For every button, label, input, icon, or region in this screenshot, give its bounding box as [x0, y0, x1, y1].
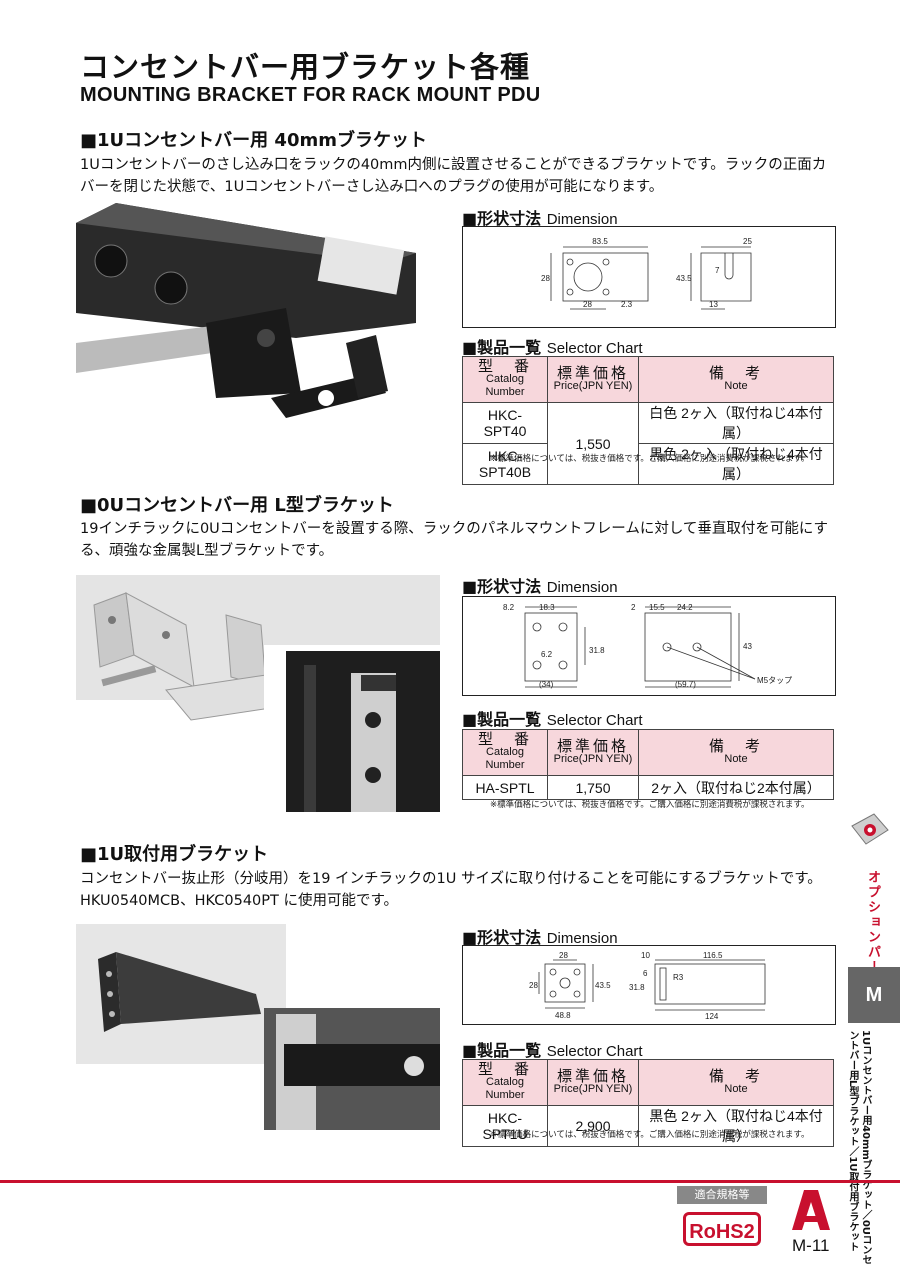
dim-label: 83.5 [592, 237, 608, 246]
section1-dimension-heading: ■形状寸法 Dimension [462, 209, 618, 228]
dim-label: 10 [641, 951, 650, 960]
section2-dimension-drawing: 8.2 18.3 31.8 6.2 (34) 2 15.5 24.2 43 (5… [462, 596, 836, 696]
section2-dimension-heading: ■形状寸法 Dimension [462, 577, 618, 596]
section1-heading: ■1Uコンセントバー用 40mmブラケット [80, 130, 427, 151]
section1-description: 1Uコンセントバーのさし込み口をラックの40mm内側に設置させることができるブラ… [80, 157, 827, 195]
dim-label: 2 [631, 603, 636, 612]
dim-label: 43 [743, 642, 752, 651]
section2-heading: ■0Uコンセントバー用 L型ブラケット [80, 495, 394, 516]
section3-dimension-heading: ■形状寸法 Dimension [462, 928, 618, 947]
dim-label: 124 [705, 1012, 719, 1021]
compliance-label: 適合規格等 [677, 1186, 767, 1204]
dim-label: 13 [709, 300, 718, 309]
table-row: HA-SPTL 1,750 2ヶ入（取付ねじ2本付属） [462, 775, 834, 800]
section2-photo [76, 575, 440, 812]
page-subtitle: MOUNTING BRACKET FOR RACK MOUNT PDU [80, 84, 541, 106]
dim-label: 7 [715, 266, 720, 275]
dim-label: (34) [539, 680, 554, 689]
dim-label: 25 [743, 237, 752, 246]
section3-description: コンセントバー抜止形（分岐用）を19 インチラックの1U サイズに取り付けること… [80, 871, 822, 909]
bracket-icon [848, 808, 892, 856]
dim-label: 43.5 [595, 981, 611, 990]
page-number: M-11 [792, 1236, 830, 1255]
section3-selector-heading: ■製品一覧 Selector Chart [462, 1041, 643, 1060]
section1-photo [76, 203, 440, 435]
tax-note: ※標準価格については、税抜き価格です。ご購入価格に別途消費税が課税されます。 [490, 800, 810, 810]
tax-note: ※標準価格については、税抜き価格です。ご購入価格に別途消費税が課税されます。 [490, 454, 810, 464]
dim-label: 31.8 [629, 983, 645, 992]
side-category: オプションパーツ [865, 870, 880, 990]
dim-label: 18.3 [539, 603, 555, 612]
side-subtitle: 1Uコンセントバー用40mmブラケット／0Uコンセントバー用L型ブラケット／1U… [847, 1030, 871, 1265]
dim-label: 48.8 [555, 1011, 571, 1020]
dim-label: 6 [643, 969, 648, 978]
table-row: HKC-SPT1U 2,900 黒色 2ヶ入（取付ねじ4本付属） [462, 1105, 834, 1147]
section2-selector-heading: ■製品一覧 Selector Chart [462, 710, 643, 729]
dim-label: R3 [673, 973, 684, 982]
dim-label: 28 [559, 951, 568, 960]
dim-label: 15.5 [649, 603, 665, 612]
section2-description: 19インチラックに0Uコンセントバーを設置する際、ラックのパネルマウントフレーム… [80, 521, 829, 559]
section3-heading: ■1U取付用ブラケット [80, 844, 269, 865]
dim-label: 2.3 [621, 300, 633, 309]
section3-dimension-drawing: 28 28 43.5 48.8 10 116.5 6 31.8 R3 124 [462, 945, 836, 1025]
side-letter-tab: M [848, 967, 900, 1023]
dim-label: 28 [541, 274, 550, 283]
dim-label: 116.5 [703, 951, 723, 960]
section1-dimension-drawing: 83.5 28 28 2.3 25 43.5 7 13 [462, 226, 836, 328]
footer-divider [0, 1180, 900, 1183]
section1-selector-heading: ■製品一覧 Selector Chart [462, 338, 643, 357]
dim-label: 43.5 [676, 274, 692, 283]
page-title: コンセントバー用ブラケット各種 [80, 50, 531, 84]
tax-note: ※標準価格については、税抜き価格です。ご購入価格に別途消費税が課税されます。 [490, 1130, 810, 1140]
dim-label: 31.8 [589, 646, 605, 655]
table-row: HKC-SPT40B 黒色 2ヶ入（取付ねじ4本付属） [462, 443, 834, 485]
dim-label: 28 [583, 300, 592, 309]
dim-label: 6.2 [541, 650, 553, 659]
dim-label: M5タップ [757, 676, 792, 685]
dim-label: 8.2 [503, 603, 515, 612]
dim-label: 24.2 [677, 603, 693, 612]
dim-label: (59.7) [675, 680, 696, 689]
rohs-badge: RoHS2 [683, 1212, 761, 1246]
section3-photo [76, 924, 440, 1130]
brand-logo-icon [792, 1190, 830, 1230]
dim-label: 28 [529, 981, 538, 990]
table-row: HKC-SPT40 1,550 白色 2ヶ入（取付ねじ4本付属） [462, 402, 834, 485]
